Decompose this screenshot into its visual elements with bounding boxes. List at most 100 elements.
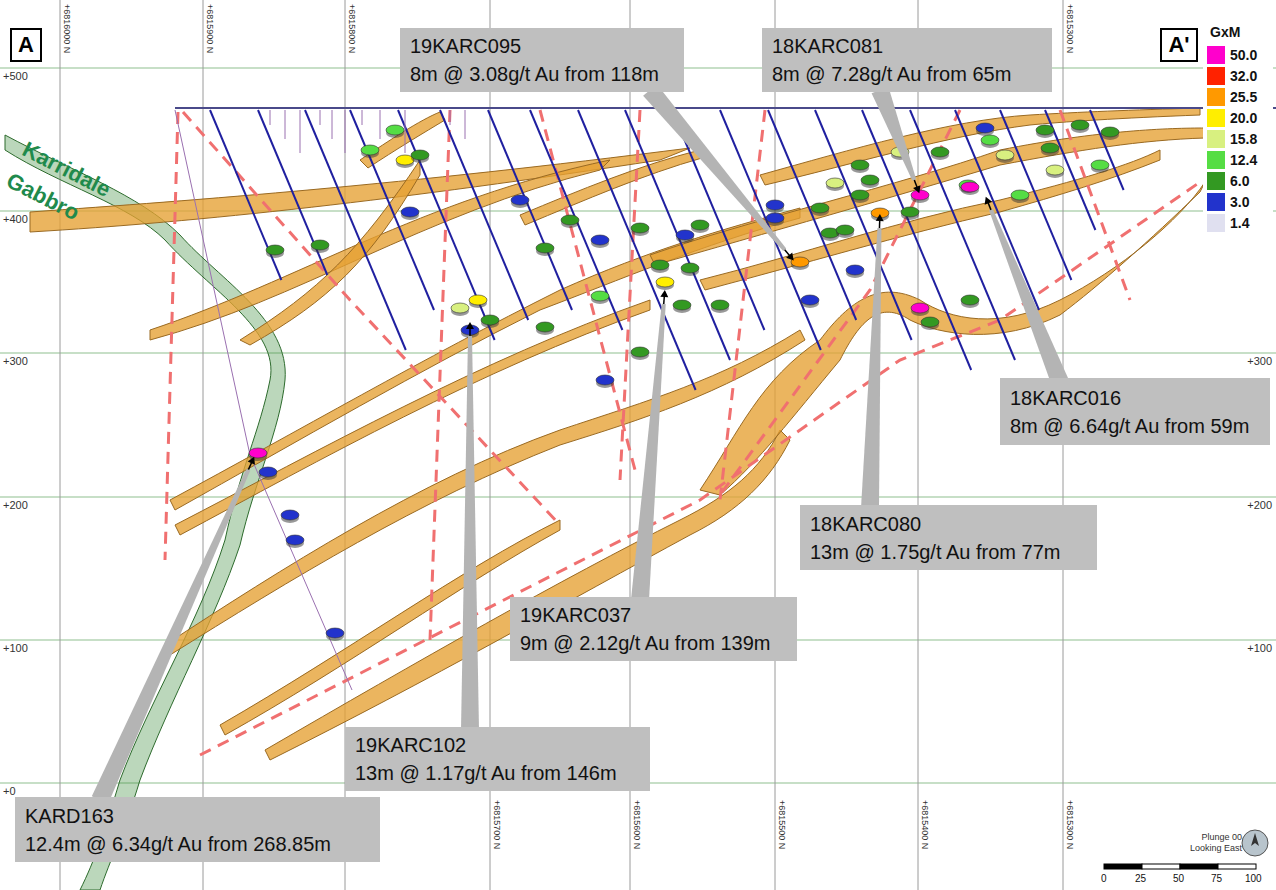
drill-holes [175, 110, 1124, 690]
drill-hole [625, 110, 730, 360]
rab-hole [320, 110, 321, 125]
intercept-disk [766, 213, 784, 223]
rab-hole [285, 110, 286, 139]
elevation-label: +100 [1247, 642, 1272, 654]
intercept-disk [921, 317, 939, 327]
intercept-disk [631, 223, 649, 233]
intercept-disk [976, 123, 994, 133]
drill-hole [440, 110, 528, 320]
leader-arrowhead [786, 253, 794, 261]
intercept-disk [996, 150, 1014, 160]
surface-line [175, 107, 1276, 109]
legend-row: 12.4 [1207, 151, 1257, 169]
intercept-disk [1011, 190, 1029, 200]
legend-value: 32.0 [1230, 68, 1257, 84]
intercept-disk [249, 448, 267, 458]
rab-hole [362, 110, 363, 125]
intercept-text: 8m @ 3.08g/t Au from 118m [410, 60, 674, 88]
intercept-disk [481, 315, 499, 325]
hole-id: 18KARC080 [810, 510, 1087, 538]
fault-line [430, 110, 450, 640]
scale-segment [1104, 864, 1142, 869]
elevation-label: +0 [3, 785, 16, 797]
intercept-disk [961, 182, 979, 192]
legend-row: 20.0 [1207, 109, 1257, 127]
intercept-text: 12.4m @ 6.34g/t Au from 268.85m [25, 830, 370, 858]
intercept-disk [681, 263, 699, 273]
view-note: Plunge 00 [1201, 832, 1242, 842]
intercept-disk [511, 195, 529, 205]
intercept-disk [911, 190, 929, 200]
intercept-disk [311, 240, 329, 250]
elevation-label: +300 [3, 355, 28, 367]
intercept-disk [386, 125, 404, 135]
hole-id: 19KARC095 [410, 32, 674, 60]
hole-id: 19KARC102 [355, 731, 640, 759]
elevation-label: +100 [3, 642, 28, 654]
fault-line [1060, 110, 1130, 300]
drill-hole [955, 110, 1039, 310]
leader-wedge [461, 336, 479, 730]
northing-label: +6815500 N [777, 800, 787, 849]
northing-label: +6815800 N [347, 4, 357, 53]
legend-value: 20.0 [1230, 110, 1257, 126]
hole-id: 18KARC081 [772, 32, 1042, 60]
drill-hole [398, 110, 495, 340]
lode-band [760, 108, 1200, 185]
scale-segment [1180, 864, 1218, 869]
intercept-disk [931, 147, 949, 157]
hole-id: A' [1168, 32, 1189, 58]
intercept-disk [846, 265, 864, 275]
intercept-disk [401, 207, 419, 217]
scale-label: 50 [1173, 873, 1184, 884]
legend-value: 50.0 [1230, 47, 1257, 63]
rab-hole [405, 110, 406, 153]
intercept-disk [451, 303, 469, 313]
scale-label: 75 [1211, 873, 1222, 884]
hole-id: KARD163 [25, 802, 370, 830]
leader-wedge [92, 469, 250, 804]
intercept-disk [826, 178, 844, 188]
section-end-box: A [10, 28, 42, 62]
legend-value: 12.4 [1230, 152, 1257, 168]
intercept-disk [281, 510, 299, 520]
rab-hole [270, 110, 271, 125]
intercept-disk [469, 295, 487, 305]
intercept-disk [1091, 160, 1109, 170]
intercept-disk [851, 160, 869, 170]
intercept-disk [981, 135, 999, 145]
northing-label: +6815600 N [632, 800, 642, 849]
legend-row: 32.0 [1207, 67, 1257, 85]
intercept-text: 13m @ 1.17g/t Au from 146m [355, 759, 640, 787]
leader-arrowhead [248, 457, 255, 465]
leader-wedge [989, 209, 1068, 385]
legend-swatch [1207, 214, 1225, 232]
intercept-disk [676, 230, 694, 240]
drill-hole [350, 110, 434, 310]
elevation-label: +200 [1247, 499, 1272, 511]
elevation-label: +200 [3, 499, 28, 511]
intercept-disk [691, 220, 709, 230]
fault-line [200, 180, 1203, 755]
intercept-callout: 18KARC0168m @ 6.64g/t Au from 59m [1000, 378, 1270, 445]
fault-line [183, 112, 560, 525]
northing-label: +6816000 N [62, 4, 72, 53]
intercept-disk [561, 215, 579, 225]
legend-value: 6.0 [1230, 173, 1249, 189]
intercept-disk [536, 322, 554, 332]
diamond-hole [175, 110, 352, 690]
rab-hole [380, 110, 381, 139]
intercept-disk [1071, 120, 1089, 130]
northing-label: +6815300 N [1065, 4, 1075, 53]
intercept-text: 8m @ 6.64g/t Au from 59m [1010, 412, 1260, 440]
leader-arrowhead [466, 322, 474, 329]
leader-wedge [643, 84, 786, 251]
grid-line [1063, 0, 1064, 890]
northing-label: +6815300 N [1065, 800, 1075, 849]
intercept-callout: 19KARC0379m @ 2.12g/t Au from 139m [510, 597, 797, 661]
fault-line [165, 112, 178, 560]
intercept-disk [1041, 143, 1059, 153]
scale-segment [1142, 864, 1180, 869]
intercept-disk [651, 260, 669, 270]
section-end-box: A' [1160, 28, 1198, 62]
